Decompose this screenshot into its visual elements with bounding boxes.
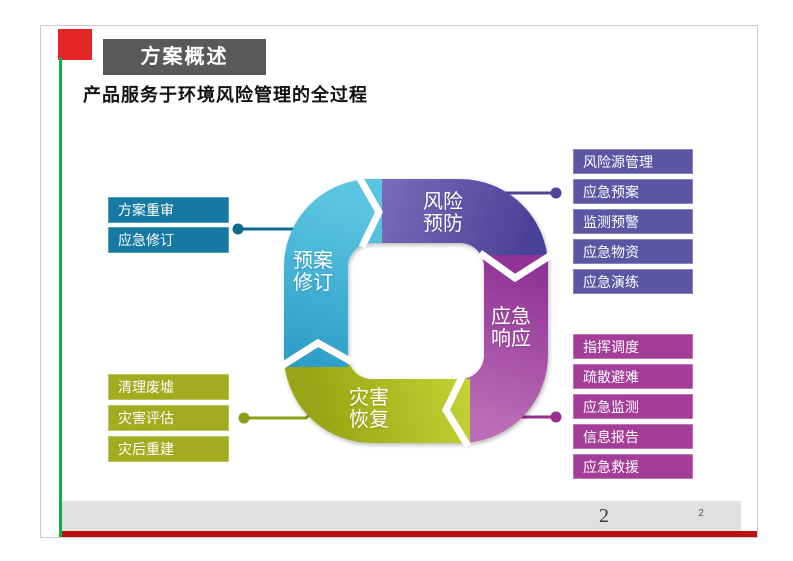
page-number: 2 (599, 505, 609, 527)
page-number-small: 2 (698, 508, 704, 519)
list-emergency-response-items: 指挥调度疏散避难应急监测信息报告应急救援 (573, 334, 693, 479)
list-item: 灾害评估 (108, 405, 229, 431)
gap-chevron-top (355, 175, 383, 249)
segment-plan-revision (284, 179, 382, 367)
presentation-slide: 方案概述 产品服务于环境风险管理的全过程 (40, 25, 758, 538)
cycle-diagram: 风险 预防 应急 响应 灾害 恢复 预案 修订 (276, 171, 556, 451)
gap-chevron-bottom (442, 373, 471, 448)
list-item: 方案重审 (108, 197, 229, 223)
gap-chevron-right (477, 250, 553, 283)
label-line: 预防 (423, 213, 463, 235)
connector-dot-left-top (232, 223, 244, 235)
label-plan-revision: 预案 修订 (268, 250, 358, 294)
label-disaster-recovery: 灾害 恢复 (324, 387, 414, 431)
label-line: 风险 (423, 191, 463, 213)
label-line: 修订 (293, 272, 333, 294)
label-line: 恢复 (349, 409, 389, 431)
list-item: 信息报告 (573, 424, 693, 449)
red-accent-square (58, 29, 92, 60)
list-item: 应急修订 (108, 227, 229, 253)
connector-dot-left-bottom (238, 412, 250, 424)
label-emergency-response: 应急 响应 (466, 306, 556, 350)
page-title: 方案概述 (103, 39, 266, 75)
list-item: 灾后重建 (108, 436, 229, 462)
label-line: 应急 (491, 306, 531, 328)
footer-bar (62, 501, 741, 531)
list-item: 应急救援 (573, 454, 693, 479)
list-item: 应急监测 (573, 394, 693, 419)
list-disaster-recovery-items: 清理废墟灾害评估灾后重建 (108, 374, 229, 462)
green-accent-line (59, 58, 62, 537)
label-risk-prevention: 风险 预防 (398, 191, 488, 235)
list-item: 应急物资 (573, 239, 693, 264)
footer-red-bar (62, 531, 757, 537)
cycle-ring (278, 175, 553, 448)
list-item: 清理废墟 (108, 374, 229, 400)
list-item: 风险源管理 (573, 149, 693, 174)
list-item: 疏散避难 (573, 364, 693, 389)
list-item: 应急预案 (573, 179, 693, 204)
list-risk-prevention-items: 风险源管理应急预案监测预警应急物资应急演练 (573, 149, 693, 294)
list-item: 指挥调度 (573, 334, 693, 359)
gap-chevron-left (278, 338, 354, 370)
label-line: 预案 (293, 250, 333, 272)
list-item: 应急演练 (573, 269, 693, 294)
slide-subtitle: 产品服务于环境风险管理的全过程 (83, 85, 368, 105)
label-line: 响应 (491, 328, 531, 350)
label-line: 灾害 (349, 387, 389, 409)
list-item: 监测预警 (573, 209, 693, 234)
list-plan-revision-items: 方案重审应急修订 (108, 197, 229, 253)
